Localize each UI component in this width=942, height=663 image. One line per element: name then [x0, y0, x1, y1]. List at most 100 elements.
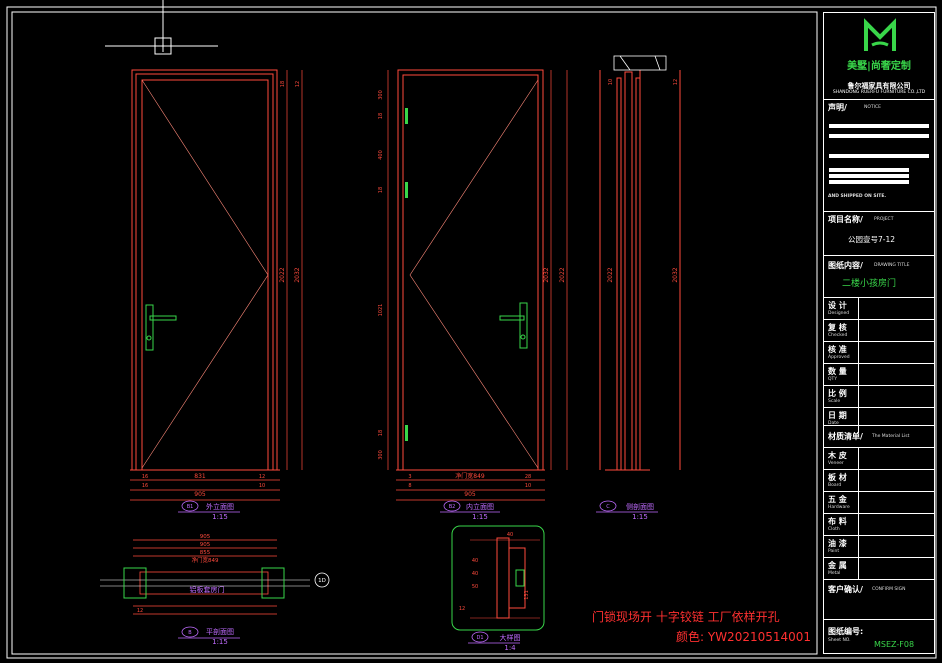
front-dim-edge-2: 16 — [142, 483, 148, 489]
brand-name: 美墅|尚奢定制 — [847, 61, 911, 72]
sheet-section: 图纸编号: Sheet NO. MSEZ-F08 — [824, 619, 934, 653]
detail-view-scale: 1:4 — [504, 644, 516, 652]
inner-dim-net: 净门宽849 — [455, 472, 485, 480]
inner-left-dim-2: 400 — [378, 150, 384, 160]
note-line-1: 门锁现场开 十字铰链 工厂依样开孔 — [592, 610, 780, 624]
signoff-en: Scale — [828, 399, 841, 404]
detail-dim-5: 131 — [524, 590, 530, 600]
signoff-cn: 复 核 — [828, 323, 847, 332]
front-dim-height-4: 12 — [295, 81, 301, 87]
statement-label-en: NOTICE — [864, 105, 881, 110]
material-row: 木 皮 Veneer — [824, 447, 934, 469]
signoff-rows: 设 计 Designed 复 核 Checked 核 准 Approved 数 … — [824, 297, 934, 433]
material-en: Metal — [828, 571, 841, 576]
side-view-scale: 1:15 — [632, 513, 648, 521]
material-label: 材质清单/ — [828, 432, 863, 441]
side-view-section — [599, 70, 681, 471]
front-view-title: 外立面图 — [206, 502, 234, 511]
project-value: 公园壹号7-12 — [848, 235, 896, 244]
signoff-cn: 数 量 — [828, 367, 847, 376]
front-dim-edge-1: 16 — [142, 474, 148, 480]
statement-footer: AND SHIPPED ON SITE. — [828, 194, 887, 199]
inner-left-dim-3: 1021 — [378, 304, 384, 317]
front-dim-width: 905 — [194, 491, 206, 498]
signoff-row: 比 例 Scale — [824, 385, 934, 407]
signoff-row: 数 量 QTY — [824, 363, 934, 385]
material-en: Hardware — [828, 505, 850, 510]
detail-view-title: 大样图 — [500, 633, 521, 642]
detail-dim-1: 40 — [507, 532, 513, 538]
signoff-row: 设 计 Designed — [824, 297, 934, 319]
plan-dim-6: 12 — [137, 608, 143, 614]
material-cn: 油 漆 — [828, 539, 847, 548]
inner-view-label — [440, 500, 500, 513]
material-row: 金 属 Metal — [824, 557, 934, 579]
material-row: 油 漆 Paint — [824, 535, 934, 557]
inner-left-dim-7: 18 — [378, 430, 384, 436]
inner-dim-edge-3: 28 — [525, 474, 531, 480]
statement-bar — [829, 154, 929, 158]
statement-bar — [829, 168, 909, 172]
material-label-en: The Material List — [872, 434, 910, 439]
inner-dim-edge-1: 3 — [408, 474, 411, 480]
front-dim-inner-width: 831 — [194, 473, 206, 480]
plan-view-label — [178, 626, 240, 639]
material-cn: 五 金 — [828, 495, 847, 504]
side-view-title: 侧剖面图 — [626, 502, 654, 511]
project-label-en: PROJECT — [874, 217, 894, 222]
sheet-label-en: Sheet NO. — [828, 638, 851, 643]
inner-view-handle — [499, 302, 528, 349]
inner-left-dim-1: 300 — [378, 90, 384, 100]
signoff-en: Approved — [828, 355, 850, 360]
detail-dim-3: 40 — [472, 571, 478, 577]
material-row: 五 金 Hardware — [824, 491, 934, 513]
drawing-label-en: DRAWING TITLE — [874, 263, 910, 268]
material-cn: 木 皮 — [828, 451, 847, 460]
material-cn: 布 料 — [828, 517, 847, 526]
detail-dim-2: 40 — [472, 558, 478, 564]
front-dim-height-1: 2022 — [279, 267, 286, 282]
drawing-value: 二楼小孩房门 — [842, 279, 897, 289]
plan-dim-3: 855 — [200, 550, 211, 556]
plan-dim-1: 905 — [200, 534, 211, 540]
material-row: 布 料 Cloth — [824, 513, 934, 535]
company-name: 鲁尔福家具有限公司 — [847, 82, 911, 90]
plan-dim-net: 净门宽849 — [192, 556, 219, 564]
material-en: Cloth — [828, 527, 840, 532]
side-dim-height-2: 2032 — [672, 267, 679, 282]
inner-left-dim-5: 18 — [378, 113, 384, 119]
signoff-en: Designed — [828, 311, 850, 316]
inner-view-title: 内立面图 — [466, 502, 494, 511]
brand-logo-icon — [864, 18, 896, 51]
inner-dim-height-2: 2022 — [559, 267, 566, 282]
plan-view-scale: 1:15 — [212, 638, 228, 646]
plan-view-section — [100, 539, 310, 615]
project-label: 项目名称/ — [828, 215, 863, 224]
inner-dim-edge-2: 8 — [408, 483, 411, 489]
side-dim-top-1: 10 — [608, 79, 614, 85]
detail-view-label — [468, 631, 520, 644]
inner-view-dimensions — [387, 70, 568, 501]
statement-label: 声明/ — [828, 103, 847, 112]
plan-dim-5: 1D — [318, 578, 326, 584]
sheet-label: 图纸编号: — [828, 627, 864, 636]
statement-bar — [829, 174, 909, 178]
project-section: 项目名称/ PROJECT 公园壹号7-12 — [824, 211, 934, 255]
plan-callout-circle — [314, 572, 330, 588]
statement-bar — [829, 134, 929, 138]
signoff-en: QTY — [828, 377, 838, 382]
inner-view-hinges — [405, 108, 408, 441]
material-cn: 金 属 — [828, 561, 847, 570]
sheet-code: MSEZ-F08 — [874, 640, 915, 649]
front-view-handle — [145, 304, 177, 351]
signoff-divider — [858, 297, 859, 433]
front-dim-edge-3: 12 — [259, 474, 265, 480]
customer-section: 客户确认/ CONFIRM SIGN — [824, 579, 934, 619]
company-name-en: SHANDONG RUERFU FURNITURE CO.,LTD — [832, 90, 926, 95]
plan-dim-2: 905 — [200, 542, 211, 548]
inner-view-scale: 1:15 — [472, 513, 488, 521]
plan-view-title: 平剖面图 — [206, 627, 234, 636]
front-view-id: B1 — [187, 504, 194, 510]
side-view-id: C — [606, 504, 610, 510]
